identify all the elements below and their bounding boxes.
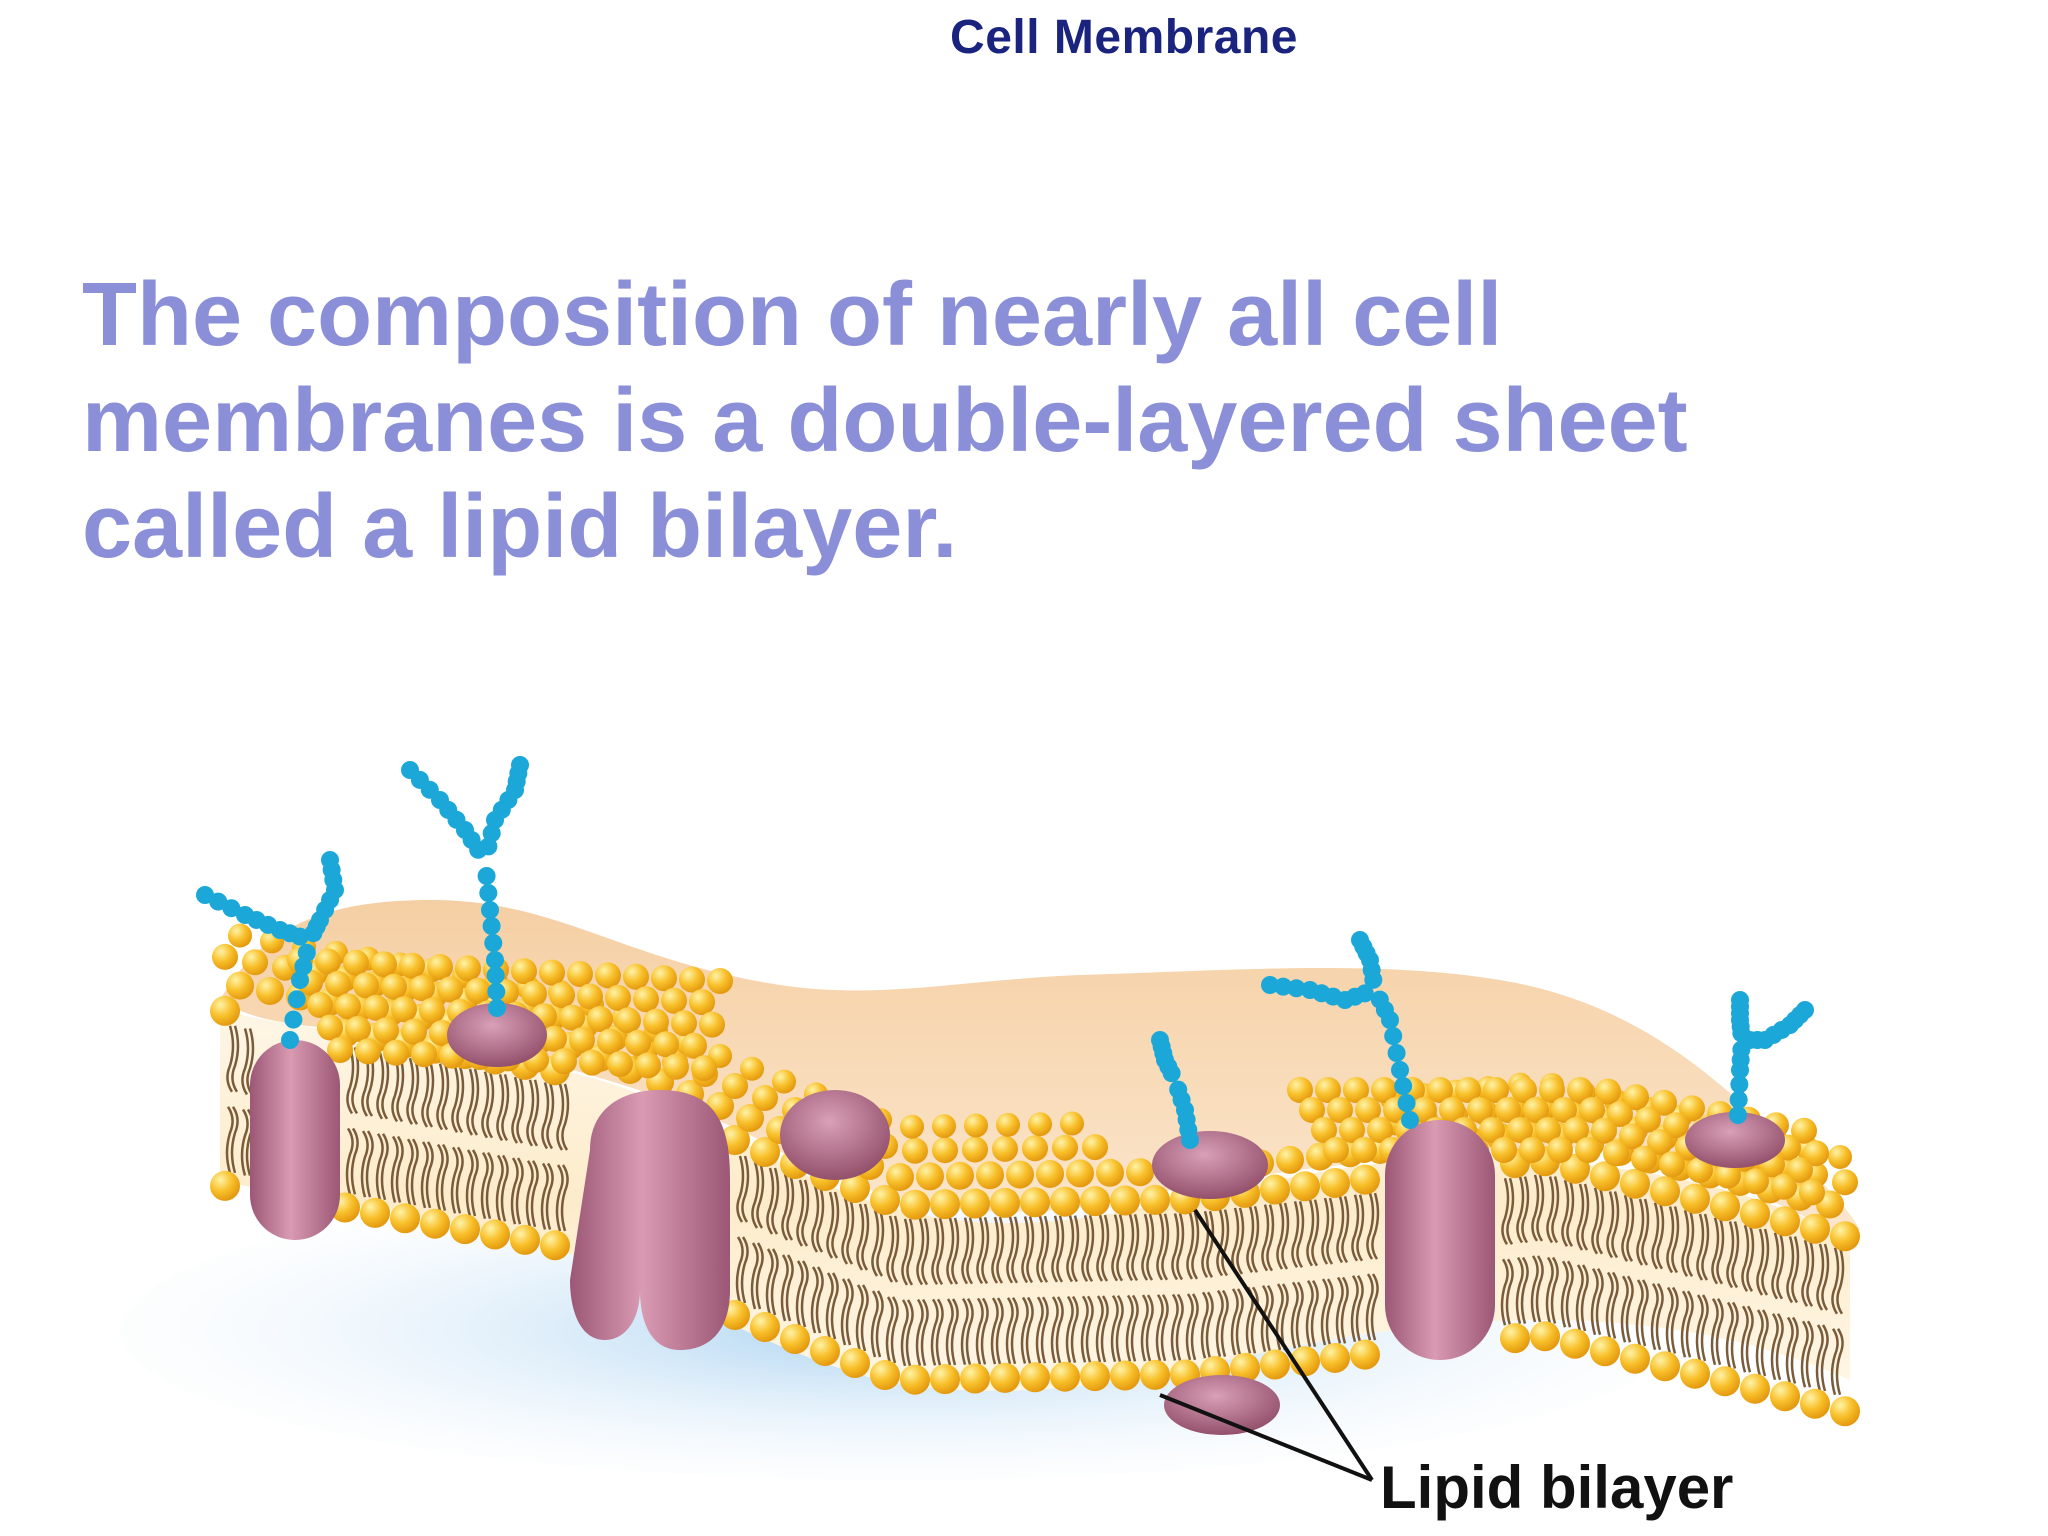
- lipid-heads-bottom: [210, 1170, 1860, 1427]
- body-line-3: called a lipid bilayer.: [82, 477, 958, 577]
- protein-center-left: [570, 1090, 730, 1350]
- body-line-2: membranes is a double-layered sheet: [82, 371, 1688, 471]
- callout-line-top: [1193, 1208, 1374, 1482]
- protein-peripheral-right: [1685, 1112, 1785, 1168]
- protein-peripheral-1: [447, 1003, 547, 1067]
- lipid-bilayer-label: Lipid bilayer: [1380, 1454, 1734, 1521]
- callout-line-bottom: [1159, 1393, 1373, 1482]
- lipid-tails: [225, 1025, 1845, 1396]
- protein-center-right: [1385, 1120, 1495, 1360]
- body-line-1: The composition of nearly all cell: [82, 265, 1503, 365]
- protein-left: [250, 1040, 340, 1240]
- body-text: The composition of nearly all cell membr…: [82, 262, 1742, 580]
- protein-small-top: [780, 1090, 890, 1180]
- protein-peripheral-bottom: [1164, 1375, 1280, 1435]
- protein-peripheral-2: [1152, 1131, 1268, 1199]
- carbohydrate-chains: [196, 756, 1814, 1149]
- slide-title: Cell Membrane: [950, 11, 1298, 64]
